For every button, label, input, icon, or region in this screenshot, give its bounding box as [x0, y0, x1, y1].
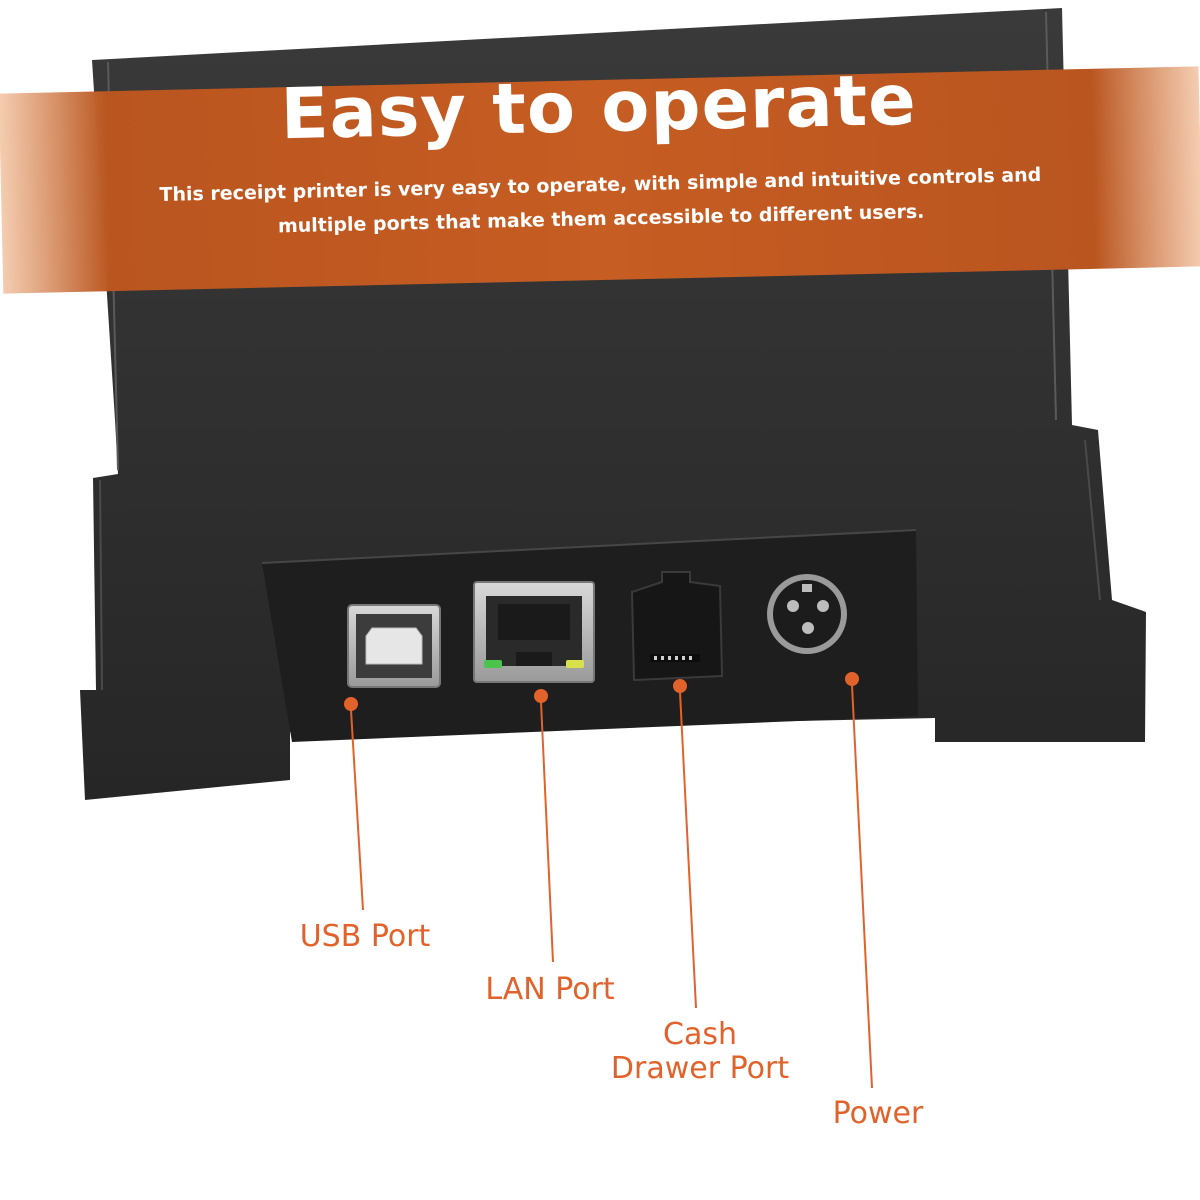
- lan-callout-dot: [534, 689, 548, 703]
- power-port-label: Power: [832, 1096, 924, 1131]
- usb-port-label: USB Port: [299, 919, 431, 954]
- usb-port-icon: [347, 604, 441, 688]
- lan-port-label: LAN Port: [485, 972, 615, 1007]
- power-callout-dot: [845, 672, 859, 686]
- lan-port-icon: [473, 581, 595, 683]
- power-port-icon: [767, 574, 847, 654]
- banner-background: [0, 66, 1200, 294]
- cash-drawer-port-icon: [630, 571, 724, 682]
- usb-callout-dot: [344, 697, 358, 711]
- banner: Easy to operate This receipt printer is …: [0, 14, 1200, 291]
- banner-description: This receipt printer is very easy to ope…: [159, 163, 1042, 238]
- banner-title: Easy to operate: [279, 58, 918, 156]
- cash-callout-dot: [673, 679, 687, 693]
- cash-drawer-port-label: Cash Drawer Port: [610, 1017, 790, 1086]
